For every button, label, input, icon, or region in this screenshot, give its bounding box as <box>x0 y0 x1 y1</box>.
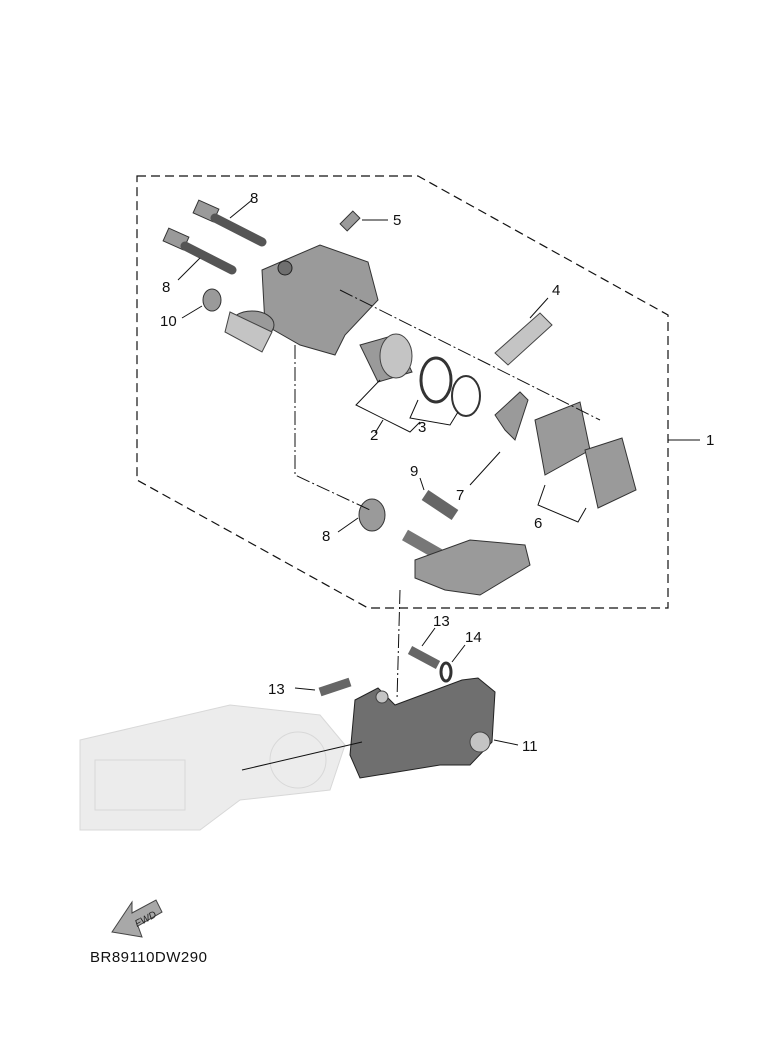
boot-seal <box>202 288 222 312</box>
callout-13-upper: 13 <box>433 613 450 630</box>
pin-bolt-lower <box>162 227 237 275</box>
callout-10: 9 <box>410 463 418 480</box>
figure-code: BR89110DW290 <box>90 949 207 966</box>
caliper-bracket <box>402 529 531 596</box>
callout-8-upper: 8 <box>250 190 258 207</box>
callout-2: 2 <box>370 427 378 444</box>
caliper-body <box>224 244 379 356</box>
caliper-assembly-boundary <box>136 175 669 609</box>
callout-6: 6 <box>534 515 542 532</box>
washer <box>439 661 453 683</box>
callout-4: 4 <box>552 282 560 299</box>
piston-seal <box>419 356 453 404</box>
callout-8-lower: 8 <box>162 279 170 296</box>
piston <box>359 333 413 383</box>
callout-7: 7 <box>456 487 464 504</box>
bolt-lower <box>318 677 352 697</box>
bolt-upper <box>407 646 441 669</box>
dust-seal <box>451 375 481 417</box>
pad-spring <box>494 391 529 441</box>
brake-pad-outer <box>584 437 637 509</box>
swingarm-ghost <box>79 704 346 831</box>
callout-11: 10 <box>160 313 177 330</box>
callout-1: 1 <box>706 432 714 449</box>
caliper-support-bracket <box>349 677 496 779</box>
slide-sleeve <box>358 498 386 532</box>
callout-12: 11 <box>522 738 538 755</box>
slide-pin <box>421 490 459 520</box>
callout-13-lower: 13 <box>268 681 285 698</box>
forward-arrow-icon: FWD <box>111 899 163 938</box>
callout-5: 5 <box>393 212 401 229</box>
bleed-screw <box>339 210 361 232</box>
callout-3: 3 <box>418 419 426 436</box>
brake-pad-inner <box>534 401 591 476</box>
pad-shim <box>494 312 553 366</box>
pin-bolt-upper <box>192 199 267 247</box>
callout-14: 14 <box>465 629 482 646</box>
callout-9: 8 <box>322 528 330 545</box>
